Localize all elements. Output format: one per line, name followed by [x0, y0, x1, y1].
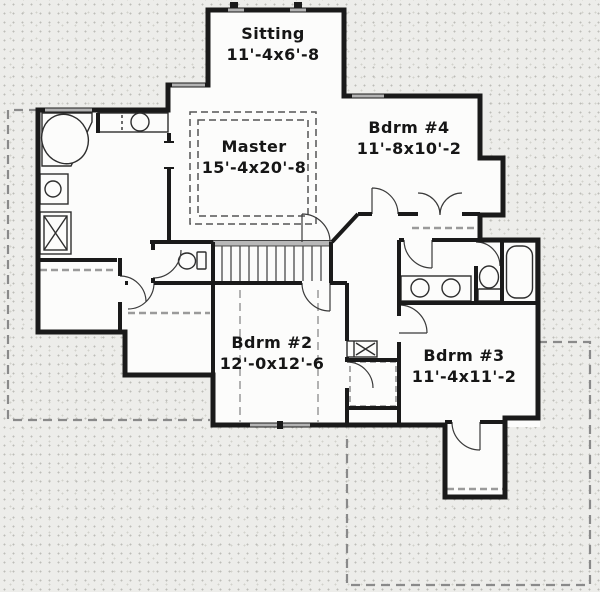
- room-name: Sitting: [241, 24, 305, 43]
- tray-ceiling-dashed: [189, 111, 317, 225]
- linen-chute-icon: [346, 340, 378, 358]
- room-dims: 12'-0x12'-6: [219, 354, 325, 373]
- room-name: Master: [221, 137, 287, 156]
- floor-areas: [36, 8, 540, 499]
- room-dims: 15'-4x20'-8: [201, 158, 307, 177]
- double-vanity-icon: [400, 275, 472, 302]
- window-mullions: [230, 2, 302, 429]
- vanity-sink-icon: [97, 112, 169, 133]
- room-label-bdrm2: Bdrm #2 12'-0x12'-6: [220, 332, 325, 374]
- stairs: [212, 240, 333, 281]
- roof-outline-dashed: [6, 108, 592, 587]
- door-swings: [119, 187, 501, 451]
- room-label-sitting: Sitting 11'-4x6'-8: [226, 23, 319, 65]
- room-dims: 11'-8x10'-2: [356, 139, 462, 158]
- shower-icon: [39, 211, 72, 255]
- room-name: Bdrm #3: [423, 346, 505, 365]
- room-label-bdrm3: Bdrm #3 11'-4x11'-2: [412, 345, 517, 387]
- room-dims: 11'-4x11'-2: [411, 367, 517, 386]
- walls: [35, 7, 541, 500]
- room-label-bdrm4: Bdrm #4 11'-8x10'-2: [357, 117, 462, 159]
- ceiling-slope-dashes: [239, 290, 319, 422]
- garden-tub-icon: [40, 112, 93, 167]
- toilet-icon: [177, 251, 207, 270]
- lavatory-sink-icon: [39, 173, 69, 205]
- shelf-dashes: [40, 226, 503, 491]
- room-dims: 11'-4x6'-8: [226, 45, 320, 64]
- room-name: Bdrm #2: [231, 333, 313, 352]
- room-name: Bdrm #4: [368, 118, 450, 137]
- bathtub-icon: [502, 241, 537, 303]
- room-label-master: Master 15'-4x20'-8: [202, 136, 307, 178]
